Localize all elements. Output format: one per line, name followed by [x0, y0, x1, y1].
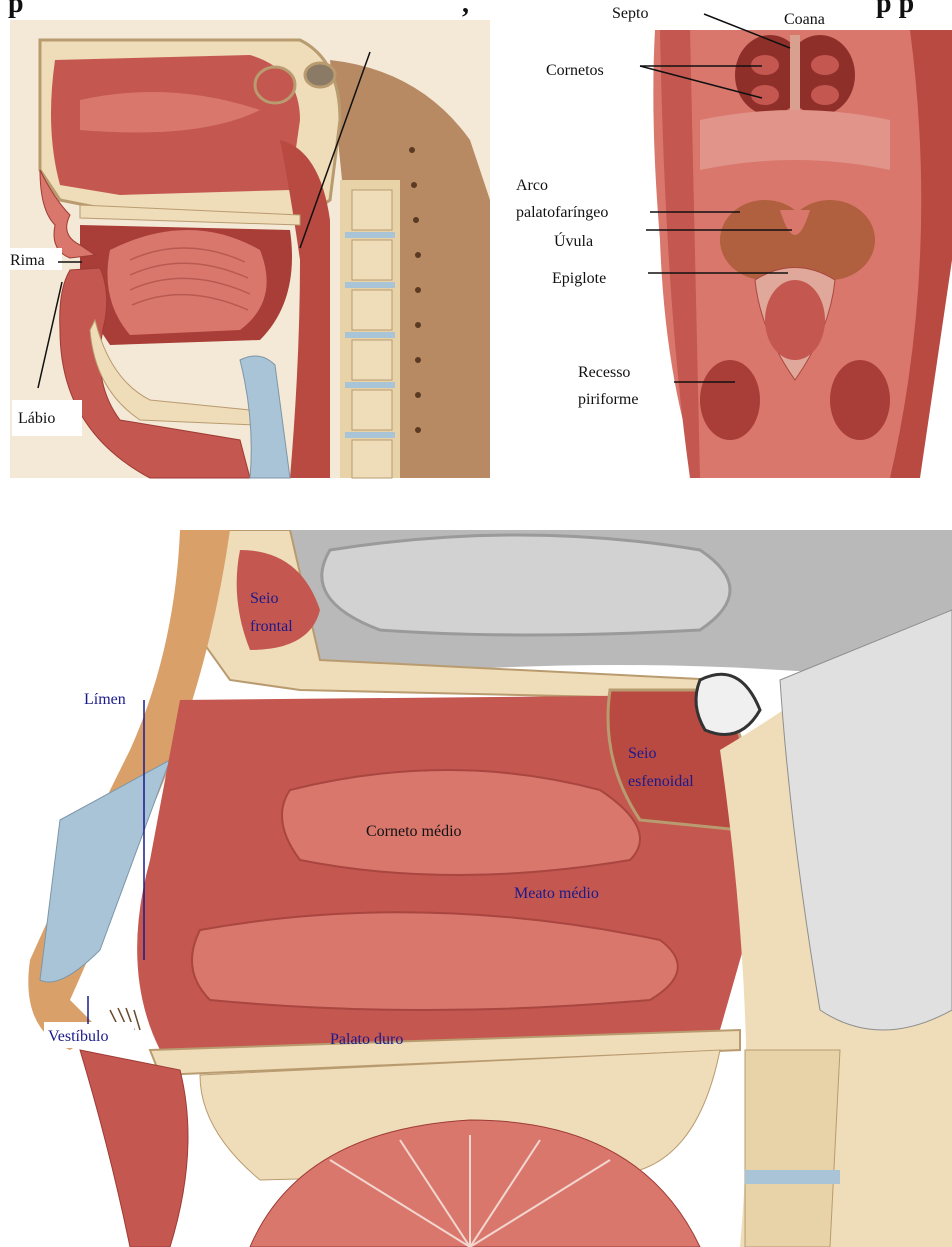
cornetos-label-bg [542, 56, 636, 82]
rima-label-bg [8, 248, 62, 270]
uvula-label-bg [548, 226, 630, 252]
labio-pointer [37, 281, 63, 389]
nasal-septum [790, 35, 800, 115]
upper-lip-section [79, 1049, 189, 1247]
recesso-label-bg [572, 354, 670, 414]
intervertebral-disc [745, 1170, 840, 1184]
tongue [107, 230, 267, 335]
nasal-cartilage [39, 758, 171, 983]
vertebral-column [340, 180, 400, 479]
left-wall-shadow [660, 30, 700, 478]
seio-frontal-label-line1: Seio [250, 590, 278, 607]
turbinate-middle-right [811, 85, 839, 105]
epiglote-label: Epiglote [552, 270, 606, 287]
header-fragment-left: p [8, 0, 24, 19]
tongue-texture [129, 247, 251, 311]
tonsil-right [785, 200, 875, 280]
seio-esfenoidal-label-line2: esfenoidal [628, 773, 694, 790]
turbinate-upper-right [811, 55, 839, 75]
lower-lip-chin [59, 267, 251, 479]
labio-label: Lábio [18, 410, 55, 427]
arco-label-bg [512, 168, 652, 224]
brainstem [779, 609, 952, 1031]
sella-region [303, 61, 337, 89]
labio-label-bg [12, 400, 82, 436]
hard-palate [79, 204, 301, 226]
septo-label: Septo [612, 5, 648, 22]
seio-frontal-label-line2: frontal [250, 618, 293, 635]
palato-duro-label: Palato duro [330, 1031, 403, 1048]
soft-palate [700, 110, 890, 170]
vertebra-dens [744, 1049, 841, 1247]
piriform-recess-right [830, 360, 890, 440]
header-fragment-right: p p [876, 0, 915, 19]
septo-label-bg [606, 0, 670, 26]
cornetos-label: Cornetos [546, 62, 604, 79]
turbinate-middle [751, 85, 779, 105]
epiglote-label-bg [546, 262, 638, 290]
upper-lip [39, 169, 97, 259]
limen-label: Límen [84, 691, 126, 708]
pharynx [280, 140, 330, 478]
laryngeal-inlet [765, 280, 825, 360]
nasal-turbinate [80, 92, 260, 133]
middle-turbinate [281, 769, 641, 876]
header-fragment-comma: , [462, 0, 469, 19]
corneto-medio-label: Corneto médio [366, 823, 462, 840]
coana-label: Coana [784, 11, 825, 28]
uvula-label: Úvula [554, 231, 593, 250]
pointer-line-unlabeled [299, 51, 371, 249]
inferior-turbinate [191, 911, 679, 1011]
recesso-label-line1: Recesso [578, 364, 630, 381]
vestibulo-label-bg [44, 1022, 134, 1048]
sagittal-head-illustration: Rima Lábio [8, 20, 490, 479]
frontal-lobe [320, 533, 732, 637]
septo-pointer [703, 13, 791, 49]
vestibulo-label: Vestíbulo [48, 1028, 108, 1045]
uvula-shape [780, 210, 810, 235]
meato-medio-label: Meato médio [514, 885, 599, 902]
arco-label-line1: Arco [516, 177, 548, 194]
recesso-label-line2: piriforme [578, 391, 638, 408]
frontal-sinus [236, 550, 320, 650]
larynx-cartilage [239, 355, 291, 479]
seio-esfenoidal-label-line1: Seio [628, 745, 656, 762]
nasal-cavity-illustration: Seio frontal Límen Seio esfenoidal Corne… [28, 530, 952, 1247]
sella-turcica [694, 672, 762, 736]
sphenoid-sinus [253, 65, 297, 105]
piriform-recess-left [700, 360, 760, 440]
right-wall-shadow [890, 30, 952, 478]
turbinate-upper [751, 55, 779, 75]
arco-label-line2: palatofaríngeo [516, 204, 608, 221]
spinal-dots [409, 147, 421, 433]
rima-label: Rima [10, 252, 45, 269]
cornetos-pointer-2 [639, 65, 763, 99]
pharynx-posterior-illustration: Septo Coana Cornetos Arco palatofaríngeo… [512, 0, 952, 480]
limen-label-bg [80, 686, 146, 710]
tongue-fibers [329, 1135, 611, 1247]
tongue-dorsum [249, 1119, 701, 1247]
